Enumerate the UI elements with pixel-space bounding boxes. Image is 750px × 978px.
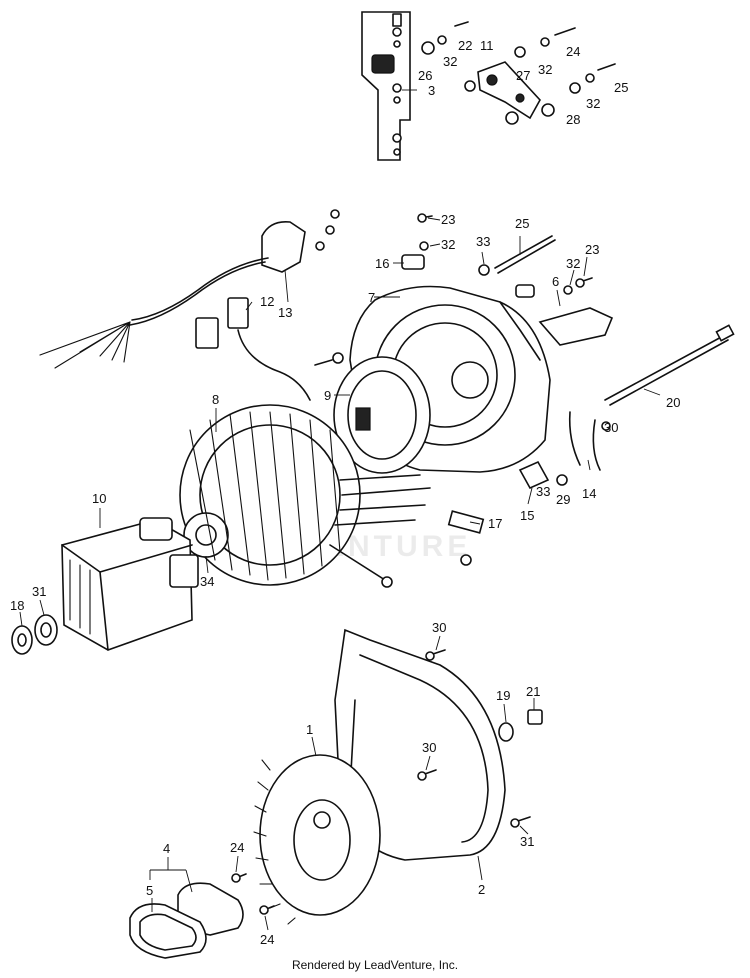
washers-part-18-31 — [11, 614, 58, 655]
callout-20: 20 — [666, 395, 680, 410]
ring-part-9 — [333, 356, 431, 474]
plate-gasket-part-4-5 — [129, 882, 244, 959]
diode-plate-part-11 — [421, 21, 616, 125]
callout-19: 19 — [496, 688, 510, 703]
callout-33-b: 33 — [536, 484, 550, 499]
callout-32-c: 32 — [586, 96, 600, 111]
callout-23-a: 23 — [441, 212, 455, 227]
callout-14: 14 — [582, 486, 596, 501]
callout-27: 30 — [604, 420, 618, 435]
callout-33-a: 33 — [476, 234, 490, 249]
leader-lines — [19, 89, 661, 931]
callout-32-a: 32 — [443, 54, 457, 69]
callout-30-a: 26 — [418, 68, 432, 83]
callout-4: 4 — [163, 841, 170, 856]
callout-10: 10 — [92, 491, 106, 506]
fastener-bolts — [231, 213, 611, 915]
callout-22: 22 — [458, 38, 472, 53]
callout-32-e: 32 — [566, 256, 580, 271]
callout-28-b: 30 — [422, 740, 436, 755]
callout-3: 3 — [428, 83, 435, 98]
callout-16: 16 — [375, 256, 389, 271]
callout-8: 8 — [212, 392, 219, 407]
callout-24-a: 24 — [230, 840, 244, 855]
callout-28-c: 31 — [520, 834, 534, 849]
callout-29: 25 — [515, 216, 529, 231]
callout-26: 29 — [556, 492, 570, 507]
flywheel-part-1 — [253, 754, 381, 925]
callout-28-a: 30 — [432, 620, 446, 635]
callout-15: 15 — [520, 508, 534, 523]
callout-30-b: 27 — [516, 68, 530, 83]
callout-9: 9 — [324, 388, 331, 403]
callout-17: 17 — [488, 516, 502, 531]
callout-5: 5 — [146, 883, 153, 898]
callout-labels: 3 26 32 22 11 27 32 24 28 32 25 23 32 16… — [10, 38, 680, 947]
callout-25-b: 25 — [614, 80, 628, 95]
callout-34: 34 — [200, 574, 214, 589]
connector-part-12 — [195, 297, 311, 401]
callout-13: 13 — [278, 305, 292, 320]
rotor-assembly-part-10 — [61, 517, 199, 651]
callout-30-c: 28 — [566, 112, 580, 127]
long-bolts-part-20-29 — [494, 235, 735, 406]
callout-32-d: 32 — [441, 237, 455, 252]
callout-24-b: 24 — [260, 932, 274, 947]
bracket-part-3 — [361, 11, 411, 161]
callout-32-b: 32 — [538, 62, 552, 77]
bracket-bolts — [392, 13, 402, 156]
callout-12: 12 — [260, 294, 274, 309]
callout-23-b: 23 — [585, 242, 599, 257]
footer-credit: Rendered by LeadVenture, Inc. — [291, 958, 459, 972]
wire-harness-part-13 — [39, 209, 340, 369]
callout-7: 7 — [368, 290, 375, 305]
stator-part-8 — [179, 404, 431, 588]
callout-11: 11 — [480, 38, 494, 53]
callout-25-a: 24 — [566, 44, 580, 59]
callout-21: 21 — [526, 684, 540, 699]
callout-1: 1 — [306, 722, 313, 737]
callout-31: 31 — [32, 584, 46, 599]
small-hardware — [401, 254, 614, 566]
callout-6: 6 — [552, 274, 559, 289]
callout-18: 18 — [10, 598, 24, 613]
callout-2: 2 — [478, 882, 485, 897]
